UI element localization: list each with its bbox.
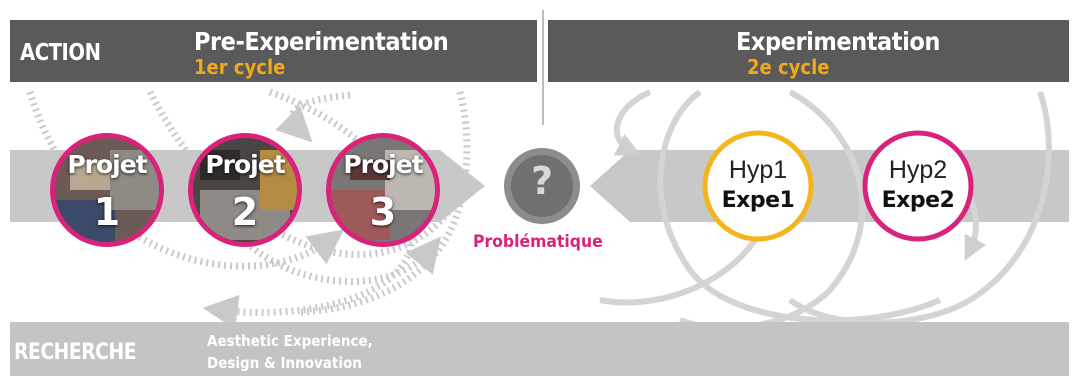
hypothesis-circle-2 bbox=[862, 130, 974, 242]
problem-label: Problématique bbox=[473, 232, 603, 252]
action-band-right bbox=[548, 20, 1069, 82]
research-topic-line-1: Aesthetic Experience, bbox=[207, 332, 373, 350]
phase-1-title: Pre-Experimentation bbox=[194, 27, 449, 56]
phase-2-title: Experimentation bbox=[736, 27, 940, 56]
project-1-word: Projet bbox=[67, 150, 147, 179]
project-1-number: 1 bbox=[93, 190, 121, 234]
project-2-word: Projet bbox=[205, 150, 285, 179]
action-label: ACTION bbox=[20, 40, 101, 66]
experiment-2-label: Expe2 bbox=[881, 188, 955, 213]
dotted-loop-arrows bbox=[26, 88, 471, 330]
action-band-left bbox=[10, 20, 537, 82]
research-band bbox=[10, 322, 1069, 376]
hypothesis-circle-1 bbox=[702, 130, 814, 242]
hypothesis-1-label: Hyp1 bbox=[728, 156, 788, 184]
project-3-number: 3 bbox=[369, 190, 397, 234]
hypothesis-2-label: Hyp2 bbox=[888, 156, 948, 184]
project-circle-1 bbox=[50, 133, 164, 247]
experiment-1-label: Expe1 bbox=[721, 188, 795, 213]
question-mark-icon: ? bbox=[530, 159, 554, 203]
project-circle-2 bbox=[188, 133, 302, 247]
research-label: RECHERCHE bbox=[14, 340, 137, 365]
phase-1-subtitle: 1er cycle bbox=[194, 55, 286, 79]
project-2-number: 2 bbox=[231, 190, 259, 234]
research-topic-line-2: Design & Innovation bbox=[207, 354, 362, 372]
phase-2-subtitle: 2e cycle bbox=[747, 55, 830, 79]
project-circle-3 bbox=[326, 133, 440, 247]
project-3-word: Projet bbox=[343, 150, 423, 179]
